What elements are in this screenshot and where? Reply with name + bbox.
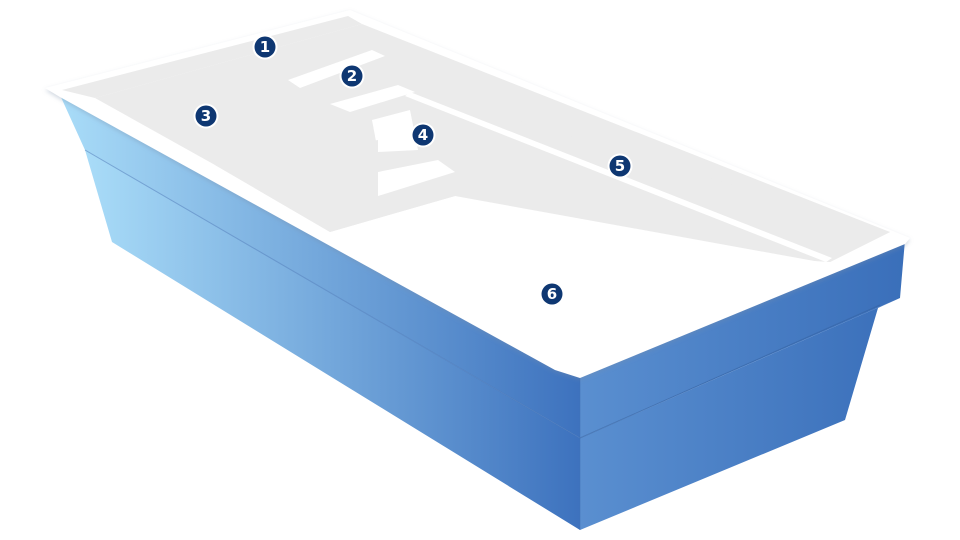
step-top — [288, 50, 385, 88]
marker-label: 4 — [418, 126, 428, 144]
deep-floor — [330, 196, 820, 372]
front-wall-lower — [85, 150, 580, 530]
ledge-back — [62, 16, 362, 98]
callout-marker-6: 6 — [539, 281, 565, 307]
marker-label: 6 — [547, 285, 557, 303]
marker-dot — [254, 36, 276, 58]
marker-dot — [341, 65, 363, 87]
callout-markers: 1 2 3 4 5 6 — [193, 34, 633, 307]
callout-marker-3: 3 — [193, 103, 219, 129]
marker-dot — [541, 283, 563, 305]
step-lower — [372, 110, 418, 152]
marker-dot — [412, 124, 434, 146]
pool-shell — [60, 95, 905, 530]
marker-label: 2 — [347, 67, 357, 85]
marker-label: 3 — [201, 107, 211, 125]
wall-crease-right — [579, 304, 881, 439]
callout-marker-1: 1 — [252, 34, 278, 60]
deep-floor-shade — [215, 140, 455, 232]
side-bench — [390, 82, 890, 262]
callout-marker-2: 2 — [339, 63, 365, 89]
marker-dot — [609, 155, 631, 177]
marker-dot — [195, 105, 217, 127]
step-bottom — [378, 160, 455, 196]
marker-label: 1 — [260, 38, 270, 56]
callout-marker-4: 4 — [410, 122, 436, 148]
callout-marker-5: 5 — [607, 153, 633, 179]
pool-interior — [62, 16, 890, 372]
step-middle — [330, 85, 415, 112]
wall-crease-front — [84, 149, 581, 439]
right-wall-lower — [580, 298, 900, 530]
right-wall-upper — [580, 240, 905, 438]
front-wall-upper — [60, 95, 580, 438]
marker-label: 5 — [615, 157, 625, 175]
